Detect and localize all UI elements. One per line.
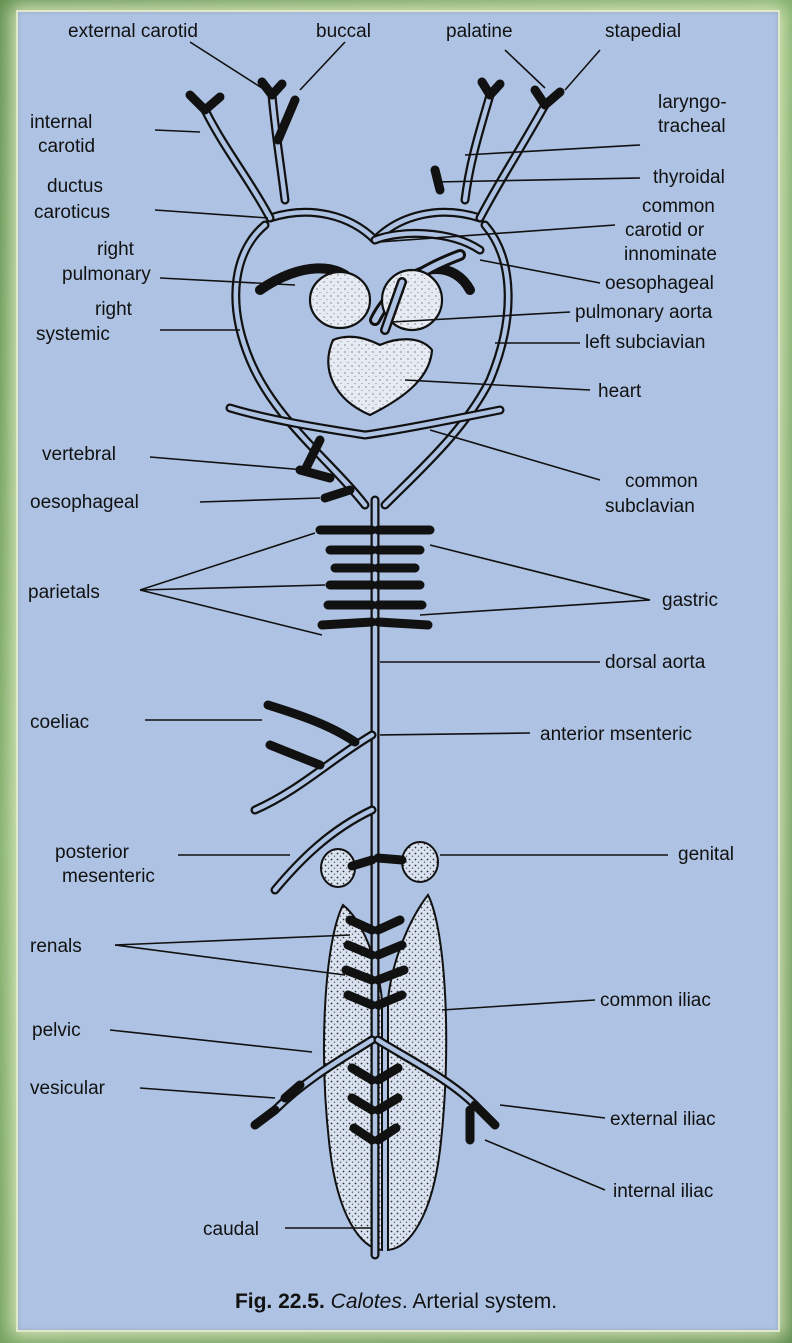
label-heart: heart	[598, 381, 642, 402]
label-internal-iliac: internal iliac	[613, 1181, 713, 1202]
label-left-subclavian: left subciavian	[585, 332, 705, 353]
label-pulmonary-aorta: pulmonary aorta	[575, 302, 713, 323]
label-oesophageal-top: oesophageal	[605, 273, 714, 294]
label-dorsal-aorta: dorsal aorta	[605, 652, 706, 673]
label-internal-carotid-1: internal	[30, 112, 92, 133]
label-coeliac: coeliac	[30, 712, 89, 733]
label-laryngo-1: laryngo-	[658, 92, 727, 113]
label-common-iliac: common iliac	[600, 990, 711, 1011]
label-stapedial: stapedial	[605, 21, 681, 42]
label-renals: renals	[30, 936, 82, 957]
label-right-systemic-1: right	[95, 299, 133, 320]
label-oesophageal-mid: oesophageal	[30, 492, 139, 513]
label-genital: genital	[678, 844, 734, 865]
label-right-pulmonary-1: right	[97, 239, 135, 260]
label-pelvic: pelvic	[32, 1020, 81, 1041]
caption-rest: . Arterial system.	[402, 1290, 557, 1313]
label-buccal: buccal	[316, 21, 371, 42]
label-gastric: gastric	[662, 590, 718, 611]
label-common-subclavian-1: common	[625, 471, 698, 492]
label-common-carotid-1: common	[642, 196, 715, 217]
label-laryngo-2: tracheal	[658, 116, 726, 137]
label-vertebral: vertebral	[42, 444, 116, 465]
label-external-iliac: external iliac	[610, 1109, 716, 1130]
label-ductus-1: ductus	[47, 176, 103, 197]
label-parietals: parietals	[28, 582, 100, 603]
label-common-carotid-2: carotid or	[625, 220, 705, 241]
vessel-network	[190, 82, 560, 1255]
right-gonad	[402, 842, 438, 882]
caption-genus: Calotes	[331, 1290, 403, 1313]
label-caudal: caudal	[203, 1219, 259, 1240]
label-internal-carotid-2: carotid	[38, 136, 95, 157]
figure-caption: Fig. 22.5. Calotes. Arterial system.	[235, 1290, 557, 1313]
label-thyroidal: thyroidal	[653, 167, 725, 188]
label-common-carotid-3: innominate	[624, 244, 717, 265]
label-posterior-mesenteric-1: posterior	[55, 842, 130, 863]
caption-fig-number: Fig. 22.5.	[235, 1290, 325, 1313]
label-vesicular: vesicular	[30, 1078, 106, 1099]
label-anterior-mesenteric: anterior msenteric	[540, 724, 692, 745]
right-atrium	[310, 272, 370, 328]
label-common-subclavian-2: subclavian	[605, 496, 695, 517]
label-right-systemic-2: systemic	[36, 324, 110, 345]
label-palatine: palatine	[446, 21, 513, 42]
label-posterior-mesenteric-2: mesenteric	[62, 866, 155, 887]
label-right-pulmonary-2: pulmonary	[62, 264, 151, 285]
heart	[328, 337, 432, 415]
label-external-carotid: external carotid	[68, 21, 198, 42]
label-ductus-2: caroticus	[34, 202, 110, 223]
